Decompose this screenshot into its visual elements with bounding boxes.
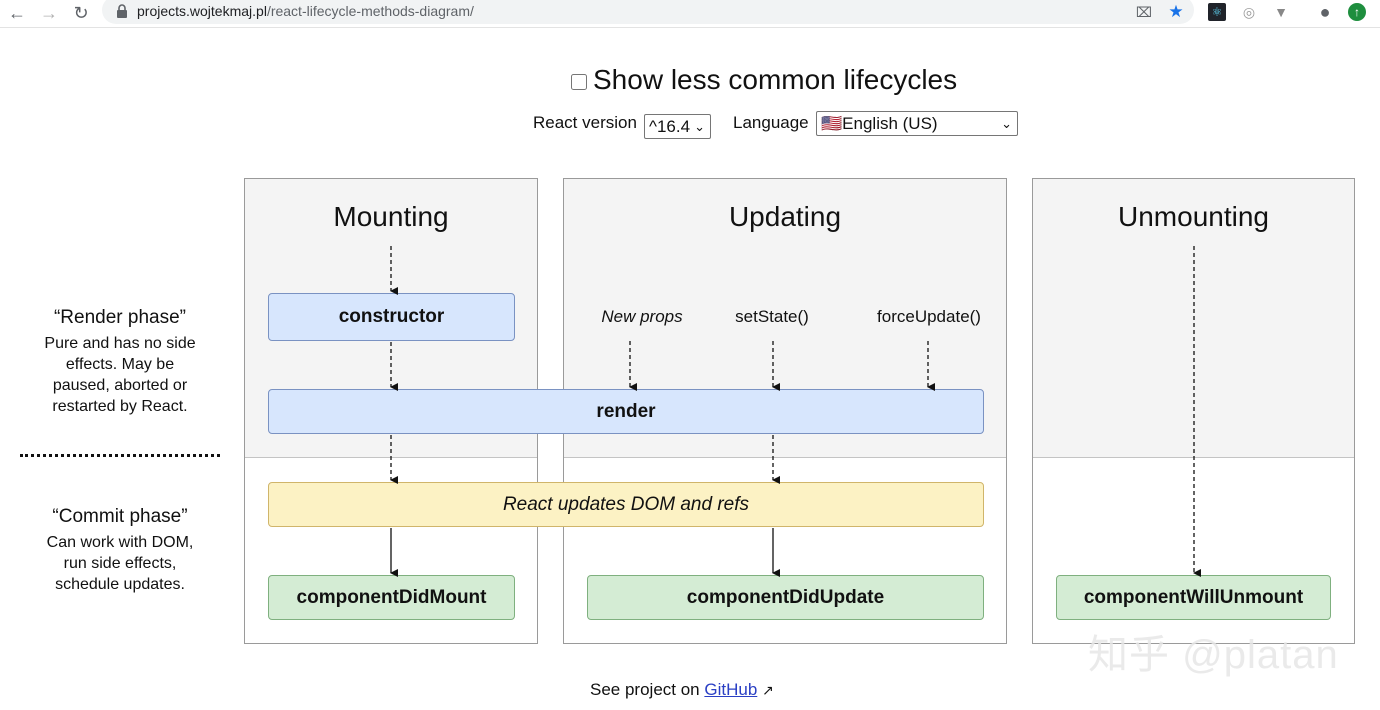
dom-update-box[interactable]: React updates DOM and refs [268, 482, 984, 527]
react-devtools-icon[interactable]: ⚛ [1208, 3, 1226, 21]
render-desc-line: paused, aborted or [52, 377, 188, 394]
commit-desc-line: Can work with DOM, [46, 534, 194, 551]
url-path: /react-lifecycle-methods-diagram/ [266, 3, 474, 19]
commit-phase-title: “Commit phase” [52, 506, 188, 527]
react-version-select[interactable]: ^16.4 ⌄ [644, 114, 711, 139]
star-icon[interactable]: ★ [1168, 2, 1184, 21]
translate-icon[interactable]: ⌧ [1135, 4, 1153, 20]
back-icon[interactable]: ← [8, 3, 26, 23]
render-desc-line: restarted by React. [52, 398, 188, 415]
react-version-value: ^16.4 [649, 117, 691, 136]
forward-icon[interactable]: → [40, 3, 58, 23]
set-state-trigger: setState() [735, 307, 809, 326]
chevron-down-icon: ⌄ [1001, 116, 1012, 131]
new-props-trigger: New props [601, 307, 683, 326]
force-update-trigger: forceUpdate() [877, 307, 981, 326]
updating-title: Updating [728, 201, 842, 232]
language-label: Language [733, 113, 809, 132]
lock-icon [117, 4, 127, 18]
mounting-title: Mounting [333, 201, 449, 232]
render-box[interactable]: render [268, 389, 984, 434]
dom-update-label: React updates DOM and refs [502, 493, 750, 515]
phase-divider [20, 454, 220, 457]
footer: See project on GitHub ↗ [590, 680, 774, 700]
render-desc-line: Pure and has no side [44, 335, 196, 352]
did-mount-label: componentDidMount [296, 586, 487, 608]
github-link[interactable]: GitHub [704, 680, 758, 699]
url-text[interactable]: projects.wojtekmaj.pl/react-lifecycle-me… [137, 3, 474, 19]
less-common-checkbox[interactable] [571, 74, 587, 90]
extension-icon[interactable]: ◎ [1242, 4, 1256, 20]
reload-icon[interactable]: ↻ [73, 3, 89, 23]
did-update-label: componentDidUpdate [686, 586, 885, 608]
unmounting-title: Unmounting [1118, 201, 1269, 232]
update-icon[interactable]: ↑ [1348, 3, 1366, 21]
vue-devtools-icon[interactable]: ▼ [1274, 4, 1288, 20]
chevron-down-icon: ⌄ [694, 119, 705, 134]
external-link-icon: ↗ [762, 682, 774, 698]
profile-icon[interactable]: ● [1319, 2, 1331, 22]
render-label: render [596, 400, 656, 422]
browser-toolbar: ← → ↻ projects.wojtekmaj.pl/react-lifecy… [0, 0, 1380, 28]
component-will-unmount-box[interactable]: componentWillUnmount [1056, 575, 1331, 620]
address-bar[interactable] [102, 0, 1194, 24]
commit-phase-note: “Commit phase” Can work with DOM, run si… [20, 506, 220, 595]
render-phase-title: “Render phase” [53, 307, 187, 328]
language-value: 🇺🇸English (US) [821, 114, 938, 133]
render-desc-line: effects. May be [65, 356, 175, 373]
watermark: 知乎 @platan [1088, 633, 1339, 677]
render-phase-note: “Render phase” Pure and has no side effe… [20, 307, 220, 417]
commit-desc-line: schedule updates. [55, 576, 185, 593]
commit-phase-desc: Can work with DOM, run side effects, sch… [20, 532, 220, 595]
language-select[interactable]: 🇺🇸English (US) ⌄ [816, 111, 1018, 136]
less-common-toggle[interactable]: Show less common lifecycles [571, 64, 957, 96]
url-host: projects.wojtekmaj.pl [137, 3, 267, 19]
commit-desc-line: run side effects, [63, 555, 177, 572]
component-did-update-box[interactable]: componentDidUpdate [587, 575, 984, 620]
constructor-label: constructor [338, 306, 445, 327]
less-common-label[interactable]: Show less common lifecycles [593, 64, 958, 95]
footer-text: See project on [590, 680, 700, 699]
render-phase-desc: Pure and has no side effects. May be pau… [20, 333, 220, 417]
will-unmount-label: componentWillUnmount [1083, 586, 1304, 608]
react-version-label: React version [533, 113, 637, 132]
